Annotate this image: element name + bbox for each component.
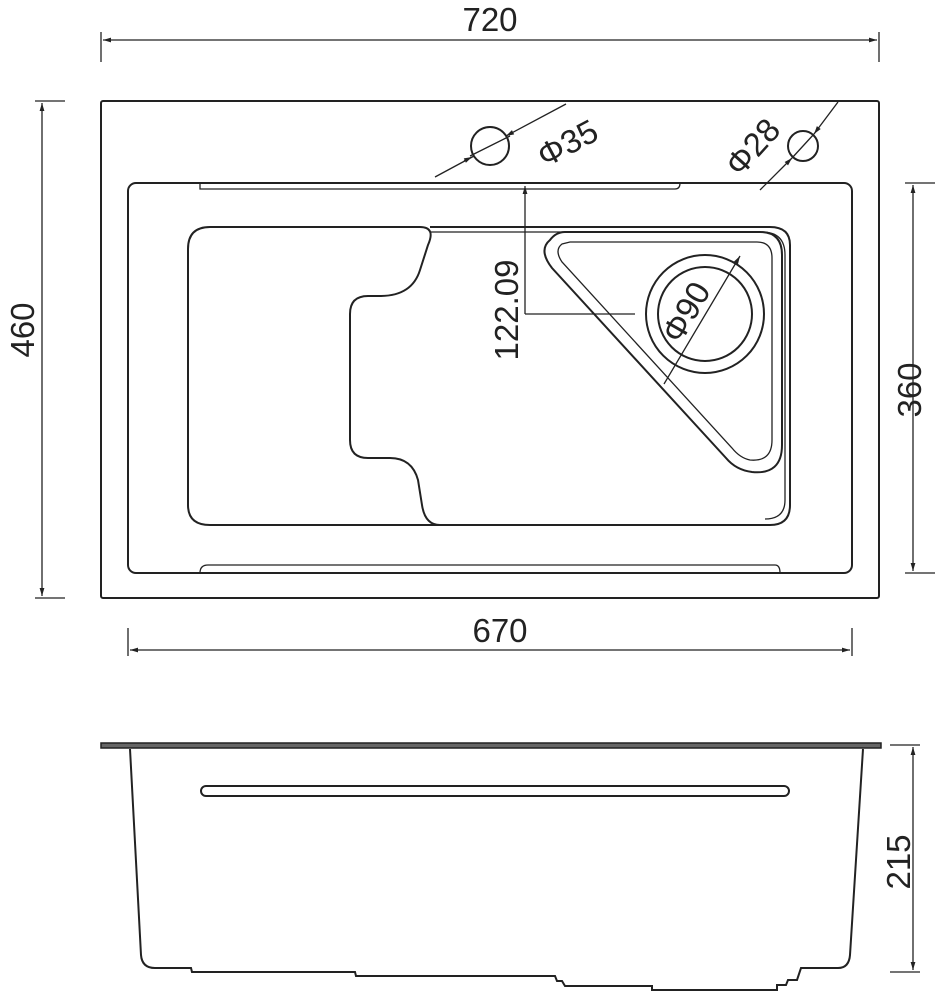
- leader-arrow-accessory-hole: [813, 101, 839, 135]
- drain-outer-circle: [645, 254, 765, 374]
- dimension-drain-offset: 122.09: [488, 260, 525, 361]
- dimension-bowl-width: 670: [472, 612, 527, 649]
- leader-arrow-tap-hole: [505, 103, 567, 137]
- overflow-slot-top: [199, 182, 681, 190]
- leader-line-tap-hole: [469, 135, 511, 157]
- leader-line-accessory-hole: [791, 133, 815, 159]
- bowl-side-profile: [129, 748, 864, 991]
- dimension-accessory-hole: Φ28: [718, 111, 788, 183]
- dimension-overall-width: 720: [462, 1, 517, 38]
- drain-inner-circle: [657, 266, 753, 362]
- leader-arrow-accessory-hole: [759, 157, 793, 191]
- sink-outline: [100, 100, 880, 599]
- overflow-slot-side: [200, 785, 790, 797]
- top-view: [100, 100, 880, 599]
- dimension-overall-depth: 460: [4, 302, 41, 357]
- sink-flange: [100, 742, 882, 749]
- dimension-tap-hole: Φ35: [531, 112, 604, 174]
- tap-hole: [470, 126, 510, 166]
- overflow-slot-bottom: [199, 564, 781, 574]
- dimension-side-height: 215: [880, 834, 917, 889]
- side-view: 215: [100, 742, 920, 991]
- dimension-bowl-depth: 360: [891, 362, 928, 417]
- drain-tray-outer: [543, 231, 783, 474]
- leader-arrow-drain: [663, 255, 741, 385]
- inner-basin-outline: [187, 226, 791, 526]
- dimensions: 720 460 360 670 Φ35 Φ28 Φ90 122.09: [4, 1, 935, 656]
- accessory-hole: [787, 130, 819, 162]
- bowl-outline: [127, 182, 853, 574]
- leader-arrow-tap-hole: [463, 156, 473, 163]
- drain-tray-inner: [557, 241, 773, 461]
